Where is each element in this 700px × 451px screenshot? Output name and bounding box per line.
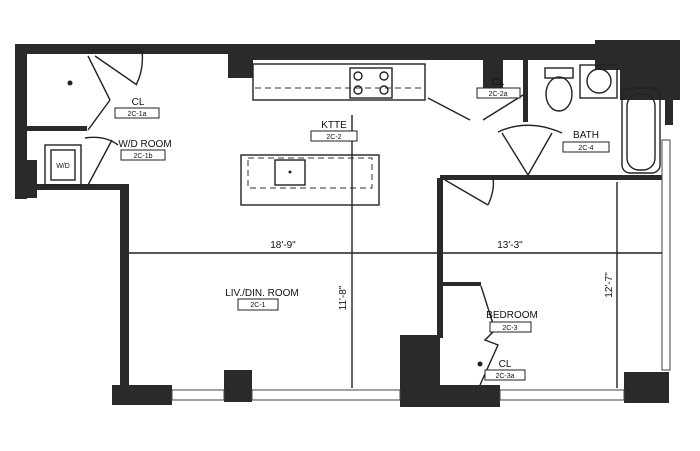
dimension-lines — [129, 115, 662, 388]
room-label-bedroom: BEDROOM 2C-3 — [486, 310, 538, 333]
svg-text:2C-3: 2C-3 — [502, 325, 517, 332]
svg-text:W/D ROOM: W/D ROOM — [118, 139, 171, 150]
svg-text:2C-1: 2C-1 — [250, 302, 265, 309]
svg-text:2C-3a: 2C-3a — [495, 373, 514, 380]
walls — [15, 40, 680, 407]
svg-text:CL: CL — [132, 97, 145, 108]
room-label-kitchen: KTTE 2C-2 — [310, 120, 358, 142]
room-label-living: LIV./DIN. ROOM 2C-1 — [225, 288, 299, 311]
doors — [67, 49, 563, 386]
svg-text:BATH: BATH — [573, 130, 599, 141]
room-label-closet-2: CL 2C-2a — [476, 77, 521, 99]
bathtub-icon — [626, 93, 656, 171]
bedroom-depth-dimension: 12'-7" — [604, 272, 615, 298]
room-label-wd-room: W/D ROOM 2C-1b — [118, 139, 172, 161]
svg-text:KTTE: KTTE — [321, 120, 347, 131]
svg-text:LIV./DIN. ROOM: LIV./DIN. ROOM — [225, 288, 299, 299]
sink-icon — [586, 68, 612, 94]
svg-text:CL: CL — [492, 77, 505, 88]
room-label-bath: BATH 2C-4 — [562, 130, 610, 153]
windows — [171, 139, 671, 401]
kitchen-counter — [252, 63, 426, 101]
room-label-closet-1: CL 2C-1a — [114, 97, 160, 119]
svg-text:BEDROOM: BEDROOM — [486, 310, 538, 321]
wd-label: W/D — [56, 163, 70, 170]
living-depth-dimension: 11'-8" — [338, 285, 349, 310]
sink-icon — [274, 159, 306, 186]
bedroom-width-dimension: 13'-3" — [497, 240, 523, 251]
stove-icon — [349, 67, 393, 99]
washer-dryer-icon — [44, 144, 82, 186]
svg-text:2C-4: 2C-4 — [578, 145, 593, 152]
room-label-closet-3: CL 2C-3a — [484, 359, 526, 381]
living-width-dimension: 18'-9" — [270, 240, 296, 251]
toilet-icon — [545, 76, 573, 112]
kitchen-island — [240, 154, 380, 206]
svg-text:2C-2a: 2C-2a — [488, 91, 507, 98]
svg-text:2C-1b: 2C-1b — [133, 153, 152, 160]
svg-text:2C-2: 2C-2 — [326, 134, 341, 141]
bath-fixtures — [544, 64, 661, 174]
svg-text:2C-1a: 2C-1a — [127, 111, 146, 118]
svg-text:CL: CL — [499, 359, 512, 370]
